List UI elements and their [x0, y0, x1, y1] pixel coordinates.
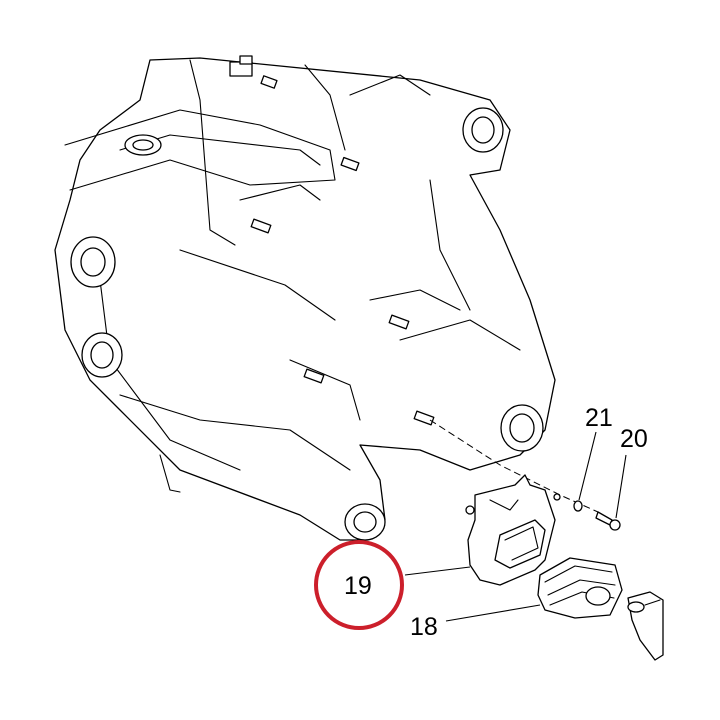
- highlight-circle: [314, 540, 404, 630]
- connector: [627, 591, 664, 661]
- callout-19: 19: [344, 572, 372, 600]
- frame-bore-lower-right: [500, 404, 544, 452]
- callout-20: 20: [620, 425, 648, 453]
- callout-18: 18: [410, 613, 438, 641]
- frame-bore-lower-left: [81, 332, 123, 378]
- callout-21: 21: [585, 404, 613, 432]
- part-19-bracket: [465, 474, 561, 586]
- part-20-screw: [595, 511, 621, 531]
- leader-line-18: [445, 604, 541, 622]
- frame-bore-top: [124, 134, 162, 156]
- leader-line-20: [615, 454, 627, 519]
- frame-assembly: [54, 55, 556, 541]
- frame-bore-upper-left: [70, 236, 116, 288]
- part-18-boot: [537, 557, 623, 619]
- part-21-washer: [573, 500, 583, 512]
- frame-studs: [229, 55, 435, 426]
- frame-bore-upper-right: [462, 107, 504, 153]
- frame-bore-bottom: [344, 503, 386, 541]
- leader-line-21: [578, 431, 597, 501]
- leader-line-19: [404, 566, 471, 576]
